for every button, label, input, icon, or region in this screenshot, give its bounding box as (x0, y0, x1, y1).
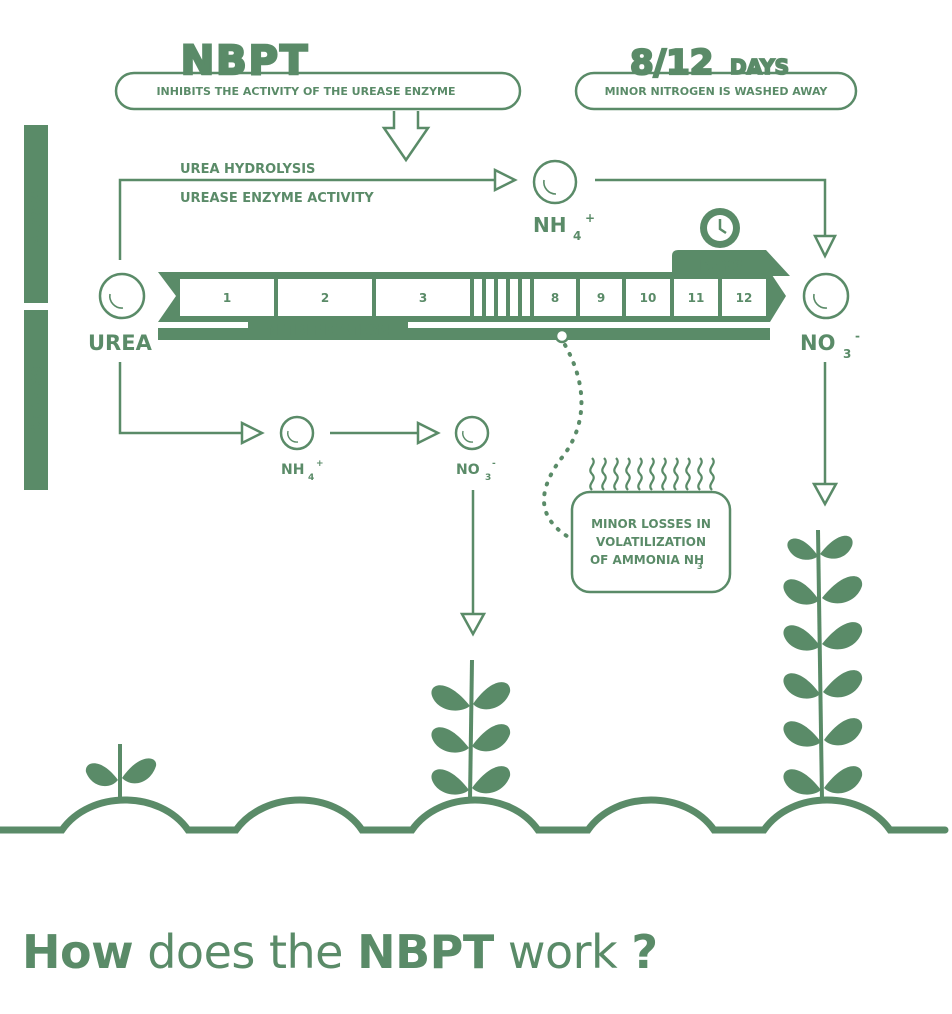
heading-nbpt: NBPT (357, 925, 494, 979)
days-box (574, 71, 858, 111)
urea-label: UREA (88, 331, 153, 355)
timeline-day-8: 8 (551, 291, 559, 305)
nh4-main-shine (543, 179, 557, 195)
ground-line (0, 796, 949, 834)
no3-main-circle (802, 272, 850, 320)
label-urea-hydrolysis: UREA HYDROLYSIS (180, 162, 315, 177)
volatilization-origin (554, 328, 570, 344)
label-urease-activity: UREASE ENZYME ACTIVITY (180, 191, 374, 206)
nh4-main-sub: 4 (573, 229, 581, 243)
page-heading: How does the NBPT work ? (22, 925, 658, 979)
nbpt-box (114, 71, 522, 111)
nh4-to-no3-arrowhead (812, 234, 838, 259)
timeline-day-1: 1 (223, 291, 231, 305)
timeline-day-9: 9 (597, 291, 605, 305)
timeline-cells (180, 279, 766, 316)
volatilization-line-3: OF AMMONIA NH (590, 553, 704, 567)
no3-other-label: NO (456, 462, 480, 478)
no3-other-sub: 3 (485, 473, 491, 483)
nh4-main-sup: + (585, 211, 595, 225)
timeline-day-2: 2 (321, 291, 329, 305)
days-tab-label: DAYS (699, 257, 743, 275)
nh4-to-no3-other-arrowhead (416, 420, 441, 446)
clock-hands (718, 219, 727, 235)
nh4-main-label: NH (533, 213, 566, 237)
tall-plant-icon (783, 529, 863, 801)
no3-main-label: NO (800, 331, 835, 355)
nbpt-title: NBPT (181, 38, 310, 84)
days-caption: MINOR NITROGEN IS WASHED AWAY (605, 85, 829, 98)
others-urea-arrowhead (240, 420, 265, 446)
days-tab (672, 250, 790, 276)
no3-other-circle (454, 415, 490, 451)
hydrolysis-arrow (118, 178, 495, 260)
volatilization-sub: 3 (697, 562, 703, 571)
nh4-other-sup: + (316, 459, 324, 469)
volatilization-dotted-line (542, 343, 584, 540)
timeline-day-12: 12 (736, 291, 753, 305)
days-title-unit: DAYS (730, 55, 789, 79)
urea-circle (98, 272, 146, 320)
urea-shine (109, 293, 124, 309)
volatilization-line-2: VOLATILIZATION (596, 535, 706, 549)
side-label-aurea: AUREA (28, 189, 46, 247)
nh4-to-no3-arrow (595, 178, 827, 236)
timeline-day-3: 3 (419, 291, 427, 305)
no3-main-sup: - (855, 329, 860, 343)
no3-other-sup: - (492, 459, 496, 469)
sprout-plant-icon (85, 744, 157, 800)
heading-does-the: does the (147, 925, 343, 979)
days-title-number: 8/12 (630, 43, 713, 83)
nh4-main-circle (532, 159, 578, 205)
no3-main-down-arrowhead (811, 482, 839, 507)
no3-other-down-arrowhead (459, 612, 487, 637)
steam-icon (589, 457, 715, 491)
heading-question: ? (631, 925, 658, 979)
side-bar-bottom (24, 310, 48, 490)
nitrification-tab (248, 322, 408, 340)
nh4-other-shine (287, 430, 299, 443)
nbpt-down-arrow (381, 111, 431, 163)
nh4-other-label: NH (281, 462, 304, 478)
nh4-other-circle (279, 415, 315, 451)
no3-other-shine (462, 430, 474, 443)
volatilization-line-1: MINOR LOSSES IN (591, 517, 711, 531)
volatilization-box (570, 490, 732, 594)
medium-plant-icon (431, 659, 511, 801)
heading-how: How (22, 925, 134, 979)
side-bar-top (24, 125, 48, 303)
timeline-day-10: 10 (640, 291, 657, 305)
side-label-others: OTHERS (28, 366, 46, 434)
nbpt-caption: INHIBITS THE ACTIVITY OF THE UREASE ENZY… (156, 85, 455, 98)
hydrolysis-arrowhead (493, 167, 518, 193)
no3-main-sub: 3 (843, 347, 851, 361)
heading-work: work (507, 925, 618, 979)
others-urea-arrow (118, 362, 242, 435)
nitrification-label: NITRIFICATION (266, 321, 390, 339)
nh4-other-sub: 4 (308, 473, 314, 483)
timeline-day-11: 11 (688, 291, 705, 305)
no3-main-shine (813, 293, 828, 309)
